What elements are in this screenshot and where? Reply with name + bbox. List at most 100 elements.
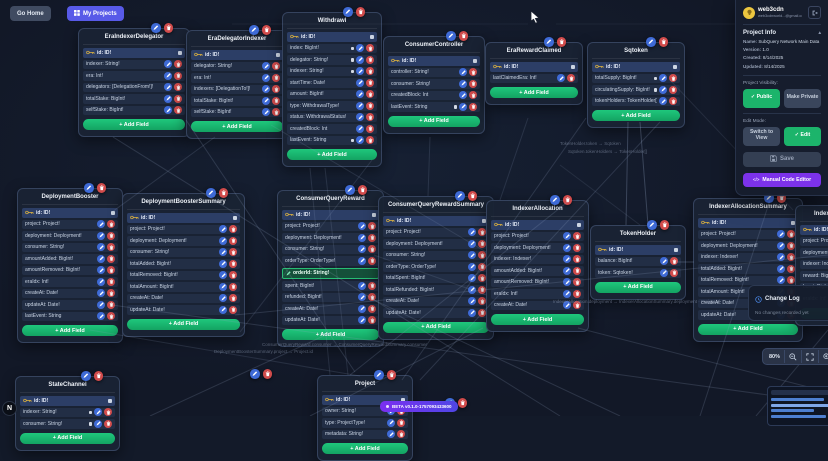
edit-field-button[interactable]	[356, 101, 364, 110]
field-row[interactable]: selfStake: BigInt!	[83, 105, 185, 115]
delete-entity-button[interactable]	[457, 398, 467, 408]
edit-field-button[interactable]	[387, 418, 395, 427]
delete-field-button[interactable]	[366, 136, 374, 145]
field-row-editing[interactable]: orderId: String!	[282, 267, 379, 279]
field-row-id[interactable]: id: ID!	[490, 62, 578, 72]
field-row[interactable]: spent: BigInt!	[282, 281, 379, 291]
make-private-button[interactable]: Make Private	[784, 88, 821, 108]
edit-entity-button[interactable]	[206, 188, 216, 198]
field-row[interactable]: project: Project!	[282, 221, 379, 231]
edit-field-button[interactable]	[387, 430, 395, 439]
delete-field-button[interactable]	[787, 264, 795, 273]
edit-field-button[interactable]	[459, 68, 467, 77]
edit-field-button[interactable]	[777, 230, 785, 239]
delete-field-button[interactable]	[573, 278, 581, 287]
edit-field-button[interactable]	[219, 236, 227, 245]
field-row-id[interactable]: id: ID!	[191, 50, 283, 60]
delete-field-button[interactable]	[366, 44, 374, 53]
field-row[interactable]: lastClaimedEra: Int!	[490, 73, 578, 83]
edit-field-button[interactable]	[563, 243, 571, 252]
add-field-button[interactable]: + Add Field	[83, 119, 185, 130]
delete-field-button[interactable]	[107, 243, 115, 252]
delete-field-button[interactable]	[469, 91, 477, 100]
delete-field-button[interactable]	[174, 94, 182, 103]
edit-field-button[interactable]	[468, 308, 476, 317]
delete-field-button[interactable]	[567, 74, 575, 83]
delete-entity-button[interactable]	[467, 191, 477, 201]
field-row[interactable]: consumer: String!	[127, 247, 240, 257]
field-row[interactable]: index: BigInt!	[287, 43, 377, 53]
add-field-button[interactable]: + Add Field	[287, 149, 377, 160]
edit-entity-button[interactable]	[764, 193, 774, 203]
field-row[interactable]: delegator: String!	[191, 61, 283, 71]
field-row[interactable]: createAt: Date!	[22, 288, 118, 298]
manual-code-editor-button[interactable]: </> Manual Code Editor	[743, 172, 821, 187]
delete-field-button[interactable]	[573, 289, 581, 298]
edit-entity-button[interactable]	[550, 195, 560, 205]
field-row[interactable]: deployment: Deployment!	[127, 236, 240, 246]
delete-field-button[interactable]	[366, 101, 374, 110]
delete-field-button[interactable]	[573, 243, 581, 252]
delete-field-button[interactable]	[229, 225, 237, 234]
add-field-button[interactable]: + Add Field	[191, 121, 283, 132]
edit-field-button[interactable]	[358, 316, 366, 325]
field-row-id[interactable]: id: ID!	[83, 48, 185, 58]
delete-field-button[interactable]	[670, 257, 678, 266]
edit-field-button[interactable]	[660, 257, 668, 266]
add-field-button[interactable]: + Add Field	[20, 432, 115, 444]
delete-entity-button[interactable]	[355, 7, 365, 17]
delete-field-button[interactable]	[174, 60, 182, 69]
delete-field-button[interactable]	[469, 102, 477, 111]
delete-field-button[interactable]	[107, 300, 115, 309]
edit-field-button[interactable]	[358, 293, 366, 302]
field-row[interactable]: project: Project!	[383, 227, 489, 237]
edit-field-button[interactable]	[219, 225, 227, 234]
delete-field-button[interactable]	[104, 408, 112, 417]
delete-field-button[interactable]	[368, 256, 376, 265]
field-row[interactable]: createAt: Date!	[491, 300, 584, 310]
edit-field-button[interactable]	[777, 264, 785, 273]
field-row[interactable]: token: Sqtoken!	[595, 268, 681, 278]
field-row[interactable]: project: Project!	[127, 224, 240, 234]
save-button[interactable]: Save	[743, 151, 821, 167]
add-field-button[interactable]: + Add Field	[388, 115, 480, 127]
edit-field-button[interactable]	[97, 289, 105, 298]
field-row[interactable]: consumer: String!	[22, 242, 118, 252]
field-row-id[interactable]: id: ID!	[595, 245, 681, 255]
field-row-id[interactable]: id: ID!	[383, 216, 489, 226]
delete-field-button[interactable]	[272, 96, 280, 105]
edit-field-button[interactable]	[356, 124, 364, 133]
delete-entity-button[interactable]	[261, 25, 271, 35]
edit-entity-button[interactable]	[250, 369, 260, 379]
project-info-header[interactable]: Project Info ▴	[743, 30, 821, 36]
edit-button[interactable]: ✓ Edit	[784, 126, 821, 146]
switch-to-view-button[interactable]: Switch to View	[743, 126, 780, 146]
field-row[interactable]: createdBlock: Int	[388, 90, 480, 100]
add-field-button[interactable]: + Add Field	[383, 321, 489, 333]
edit-field-button[interactable]	[97, 220, 105, 229]
delete-field-button[interactable]	[368, 245, 376, 254]
field-row-id[interactable]: id: ID!	[491, 220, 584, 230]
delete-field-button[interactable]	[107, 289, 115, 298]
add-field-button[interactable]: + Add Field	[491, 314, 584, 325]
field-row[interactable]: amountRemoved: BigInt!	[491, 277, 584, 287]
field-row[interactable]: createAt: Date!	[127, 293, 240, 303]
field-row[interactable]: totalRemoved: BigInt!	[127, 270, 240, 280]
field-row[interactable]: eraIdx: Int!	[491, 289, 584, 299]
field-row[interactable]: orderType: OrderType!	[383, 262, 489, 272]
field-row[interactable]: project: Project!	[22, 219, 118, 229]
field-row[interactable]: updateAt: Date!	[22, 300, 118, 310]
user-avatar[interactable]	[743, 6, 755, 19]
add-field-button[interactable]: + Add Field	[595, 281, 681, 293]
field-row-id[interactable]: id: ID!	[592, 62, 680, 72]
field-row[interactable]: amount: BigInt!	[287, 89, 377, 99]
field-row[interactable]: startTime: Date!	[287, 78, 377, 88]
edit-entity-button[interactable]	[455, 191, 465, 201]
edit-field-button[interactable]	[563, 301, 571, 310]
field-row[interactable]: lastEvent: String	[287, 135, 377, 145]
edit-field-button[interactable]	[777, 253, 785, 262]
